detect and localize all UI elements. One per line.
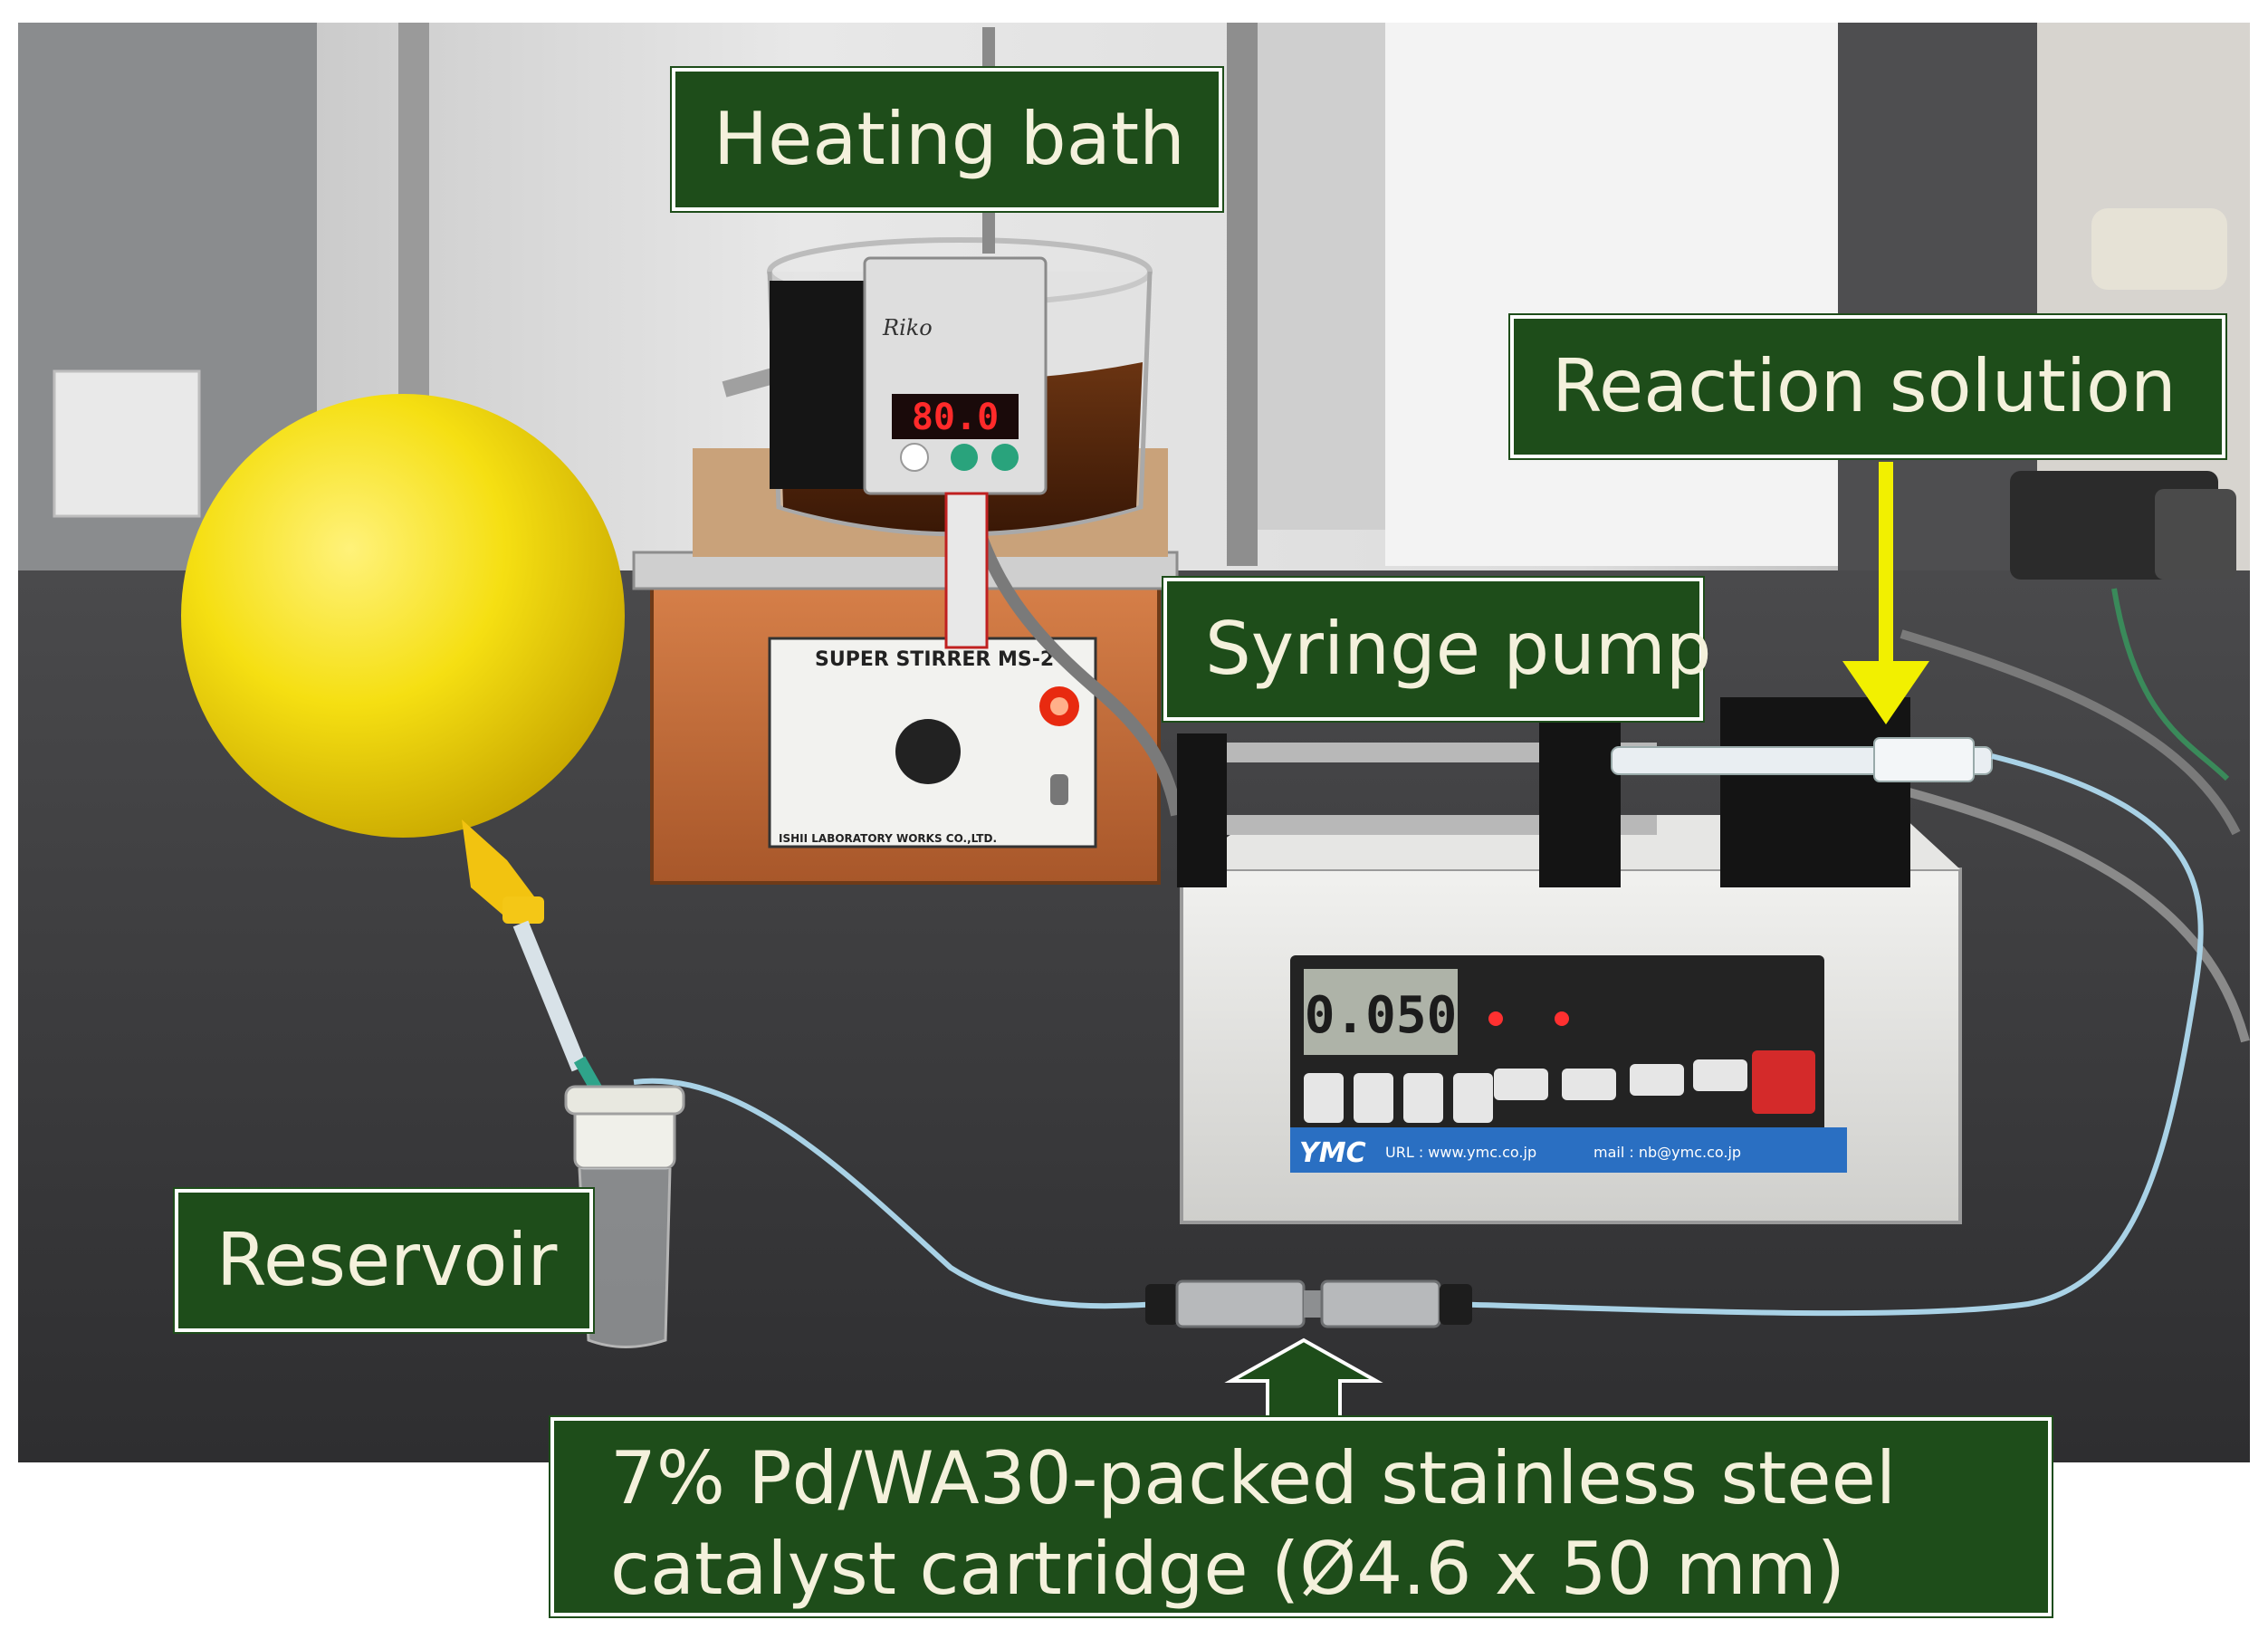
temperature-controller: Riko 80.0	[770, 256, 1183, 817]
reaction-solution-label-text: Reaction solution	[1552, 343, 2177, 428]
syringe-pump-label: Syringe pump	[1163, 578, 1712, 721]
power-strip	[1854, 208, 2250, 1043]
reservoir-label: Reservoir	[175, 1189, 593, 1332]
controller-brand-text: Riko	[882, 315, 933, 340]
reaction-solution-arrow	[1842, 462, 1929, 724]
pump-volume-button[interactable]	[1562, 1069, 1616, 1100]
syringe-pump: 0.050 YMC URL : www.ymc.co.jp mail : nb@…	[1177, 697, 1993, 1224]
syringe-pump-label-text: Syringe pump	[1205, 606, 1712, 691]
controller-display-text: 80.0	[912, 397, 999, 438]
controller-button-3[interactable]	[991, 444, 1019, 471]
heating-bath-label: Heating bath	[672, 68, 1222, 211]
tubing	[633, 753, 2204, 1317]
pump-mail-text: mail : nb@ymc.co.jp	[1593, 1144, 1741, 1161]
pump-arrow-button-1[interactable]	[1304, 1073, 1344, 1123]
stirrer-knob[interactable]	[895, 719, 961, 784]
pump-arrow-button-4[interactable]	[1453, 1073, 1493, 1123]
pump-rate-button[interactable]	[1494, 1069, 1548, 1100]
pump-brand-text: YMC	[1299, 1137, 1366, 1169]
cartridge-label-line2: catalyst cartridge (Ø4.6 x 50 mm)	[610, 1527, 1845, 1611]
pump-direction-button[interactable]	[1693, 1059, 1747, 1091]
stirrer-power-switch[interactable]	[1050, 774, 1068, 805]
reservoir-label-text: Reservoir	[216, 1217, 558, 1302]
catalyst-cartridge	[1145, 1280, 1472, 1328]
controller-button-2[interactable]	[951, 444, 978, 471]
hydrogen-balloon	[181, 394, 625, 1095]
pump-arrow-button-2[interactable]	[1354, 1073, 1393, 1123]
heating-bath-label-text: Heating bath	[713, 96, 1185, 181]
pump-arrow-button-3[interactable]	[1403, 1073, 1443, 1123]
reservoir-vial	[564, 1085, 685, 1348]
stirrer-name-text: SUPER STIRRER MS-2	[815, 648, 1054, 671]
controller-button-1[interactable]	[900, 443, 929, 472]
stirrer-maker-text: ISHII LABORATORY WORKS CO.,LTD.	[779, 832, 997, 845]
pump-start-stop-button[interactable]	[1752, 1050, 1815, 1114]
pump-diameter-button[interactable]	[1630, 1064, 1684, 1096]
pump-url-text: URL : www.ymc.co.jp	[1385, 1144, 1536, 1161]
cartridge-label-line1: 7% Pd/WA30-packed stainless steel	[610, 1436, 1897, 1520]
pump-display-text: 0.050	[1305, 986, 1458, 1045]
reaction-solution-label: Reaction solution	[1510, 315, 2225, 458]
cartridge-label: 7% Pd/WA30-packed stainless steel cataly…	[550, 1417, 2052, 1616]
